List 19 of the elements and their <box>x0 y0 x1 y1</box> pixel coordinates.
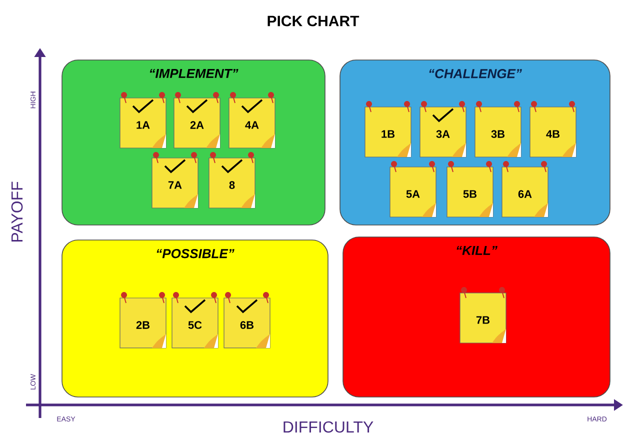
sticky-note: 5A <box>390 161 436 218</box>
sticky-note: 6A <box>502 161 548 218</box>
sticky-note: 4B <box>530 101 576 158</box>
sticky-note: 5C <box>172 292 218 348</box>
sticky-note: 5B <box>446 161 494 218</box>
sticky-note: 3B <box>474 101 522 158</box>
sticky-note: 3A <box>420 101 466 158</box>
sticky-note: 7B <box>460 287 506 344</box>
sticky-note: 7A <box>152 152 198 208</box>
sticky-note: 8 <box>208 152 256 208</box>
sticky-note: 4A <box>228 92 276 148</box>
axis-title: PAYOFF <box>11 182 23 242</box>
axis-title: DIFFICULTY <box>284 421 374 433</box>
sticky-note: 1B <box>364 101 412 158</box>
sticky-note: 2A <box>174 92 220 148</box>
sticky-note: 6B <box>224 292 270 348</box>
chart-title: PICK CHART <box>268 16 360 26</box>
sticky-note: 1A <box>120 92 166 148</box>
sticky-note: 2B <box>120 292 166 348</box>
